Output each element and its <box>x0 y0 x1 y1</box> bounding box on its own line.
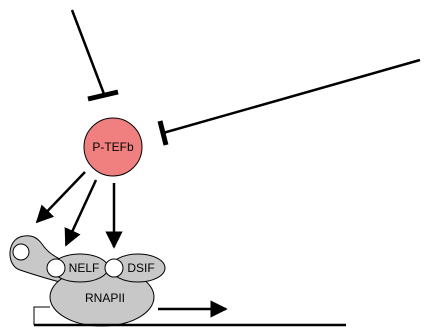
ptefb-label: P-TEFb <box>92 140 134 154</box>
arrow-to-nelf <box>64 179 98 247</box>
ptefb-node: P-TEFb <box>83 117 143 177</box>
ptefb-arrows <box>35 171 123 249</box>
inhibition-right-bar <box>157 120 169 146</box>
inhibition-top-line <box>70 9 106 95</box>
nelf-phospho-site <box>46 258 66 278</box>
promoter-marker <box>33 306 50 325</box>
arrow-to-ctd <box>35 171 86 224</box>
ptefb-circle <box>83 117 143 177</box>
ctd-phospho-site <box>12 243 30 261</box>
inhibition-top <box>70 9 119 102</box>
dsif-label: DSIF <box>127 261 154 275</box>
inhibition-right <box>157 58 421 146</box>
inhibition-top-bar <box>87 89 119 102</box>
nelf-label: NELF <box>69 261 100 275</box>
dna-template <box>33 306 346 327</box>
rnapii-label: RNAPII <box>85 291 125 305</box>
rnapii-complex: NELF DSIF RNAPII <box>9 235 166 327</box>
inhibition-right-line <box>162 58 421 135</box>
dsif-phospho-site <box>104 258 124 278</box>
